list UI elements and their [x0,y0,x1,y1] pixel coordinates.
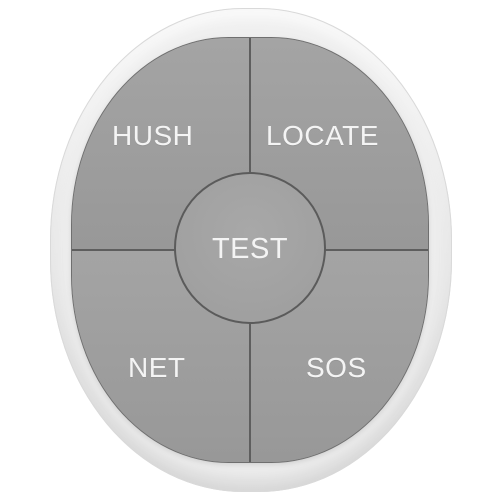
test-button-label: TEST [211,233,289,265]
test-button[interactable]: TEST [174,172,326,324]
locate-button-label: LOCATE [266,120,379,151]
net-button-label: NET [128,352,186,383]
hush-button-label: HUSH [112,120,194,151]
button-pad: HUSH LOCATE NET SOS TEST [72,38,428,462]
sos-button-label: SOS [306,352,367,383]
